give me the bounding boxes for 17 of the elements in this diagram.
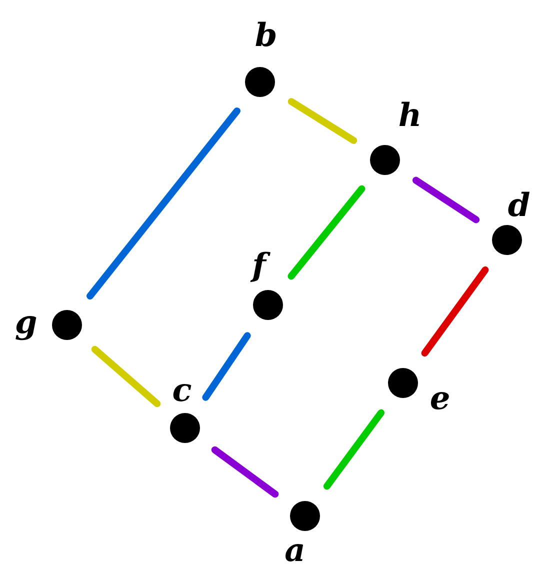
vertex-label: b	[254, 17, 278, 53]
edge-line	[211, 446, 279, 498]
edge-line	[421, 266, 489, 357]
vertex-label: f	[247, 247, 271, 283]
edge-line	[91, 346, 161, 408]
vertex-label: e	[428, 380, 452, 416]
vertex-label: c	[171, 372, 193, 408]
vertex-label: h	[398, 97, 422, 133]
edge-line	[288, 98, 358, 144]
vertex-label: d	[507, 187, 531, 223]
edge-line	[323, 409, 385, 490]
edge-line	[202, 332, 251, 401]
vertex-label: g	[14, 304, 38, 340]
vertex-label: a	[284, 532, 306, 568]
edge-line	[412, 176, 480, 224]
edge-line	[288, 185, 366, 280]
edge-line	[86, 107, 240, 300]
